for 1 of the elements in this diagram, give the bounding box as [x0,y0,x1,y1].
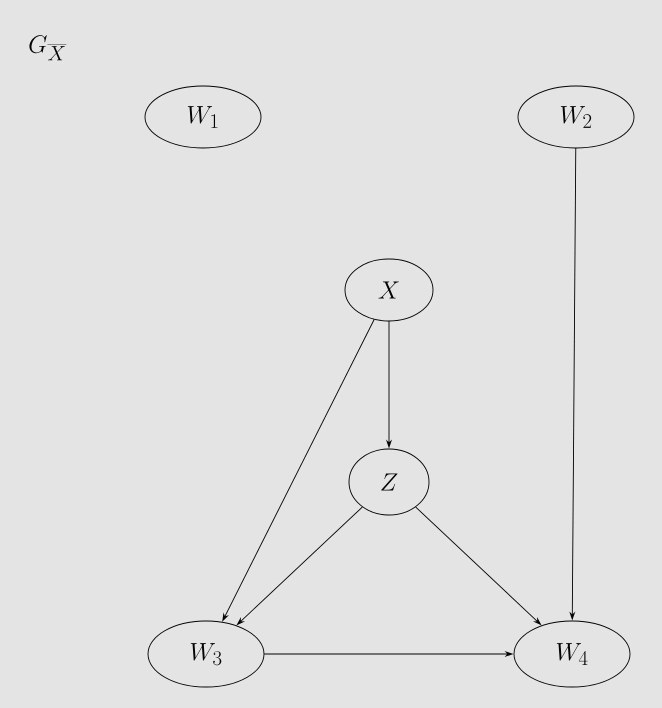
title: $G_{\overline{X}}$ [29,35,66,60]
